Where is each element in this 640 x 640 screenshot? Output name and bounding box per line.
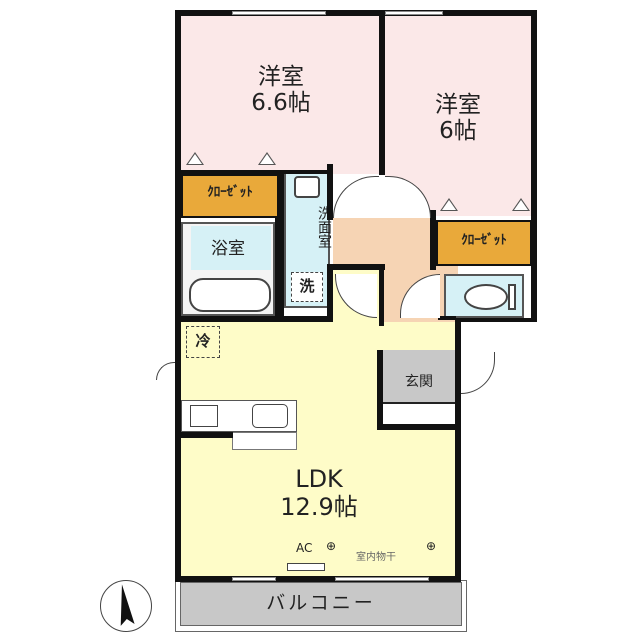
door-room1[interactable] [333,176,379,218]
ldk-label: LDK 12.9帖 [280,465,358,521]
fridge-label: 冷 [195,332,211,350]
closet-2-label: ｸﾛｰｾﾞｯﾄ [461,233,507,248]
closet-1-door-marker [186,152,204,165]
bathroom-label: 浴室 [211,239,245,259]
hallway [333,218,433,268]
washroom-label: 洗面室 [316,206,332,248]
shoe-storage [383,402,455,426]
closet-1-label: ｸﾛｰｾﾞｯﾄ [207,185,253,200]
fridge-space: 冷 [186,326,220,358]
outlet-icon-2: ⊕ [426,539,437,553]
window-room1 [232,11,326,15]
closet-2-door-marker [512,198,530,211]
kitchen-counter [181,400,297,432]
indoor-drying-label: 室内物干 [356,552,396,563]
compass-icon [100,580,152,632]
toilet [444,274,524,318]
closet-2: ｸﾛｰｾﾞｯﾄ [436,220,532,266]
closet-1-door-marker [258,152,276,165]
closet-2-door-marker [440,198,458,211]
washroom: 洗面室 洗 [284,170,332,308]
ac-label: AC [296,541,313,555]
door-kitchen-side[interactable] [156,362,175,380]
closet-1: ｸﾛｰｾﾞｯﾄ [181,174,279,218]
window-room2 [385,11,443,15]
stove-icon [190,405,218,427]
window-ldk-left [232,577,276,581]
kitchen-sink-icon [252,404,288,428]
sink-icon [294,176,320,198]
kitchen-back-counter [232,432,297,450]
outlet-icon-1: ⊕ [326,539,337,553]
washer-label: 洗 [299,277,315,295]
toilet-icon [464,284,508,310]
bathroom: 浴室 [181,222,275,316]
balcony: バルコニー [180,582,462,626]
window-ldk-right [335,577,429,581]
ac-unit [287,563,325,571]
bathtub-icon [189,278,271,312]
door-entrance[interactable] [461,352,495,394]
washer-space: 洗 [291,272,323,302]
entrance: 玄関 [383,350,455,426]
balcony-label: バルコニー [266,592,376,614]
western-room-2-label: 洋室 6帖 [435,92,481,145]
western-room-1-label: 洋室 6.6帖 [251,64,311,117]
entrance-label: 玄関 [405,374,433,390]
western-room-1 [181,16,381,174]
